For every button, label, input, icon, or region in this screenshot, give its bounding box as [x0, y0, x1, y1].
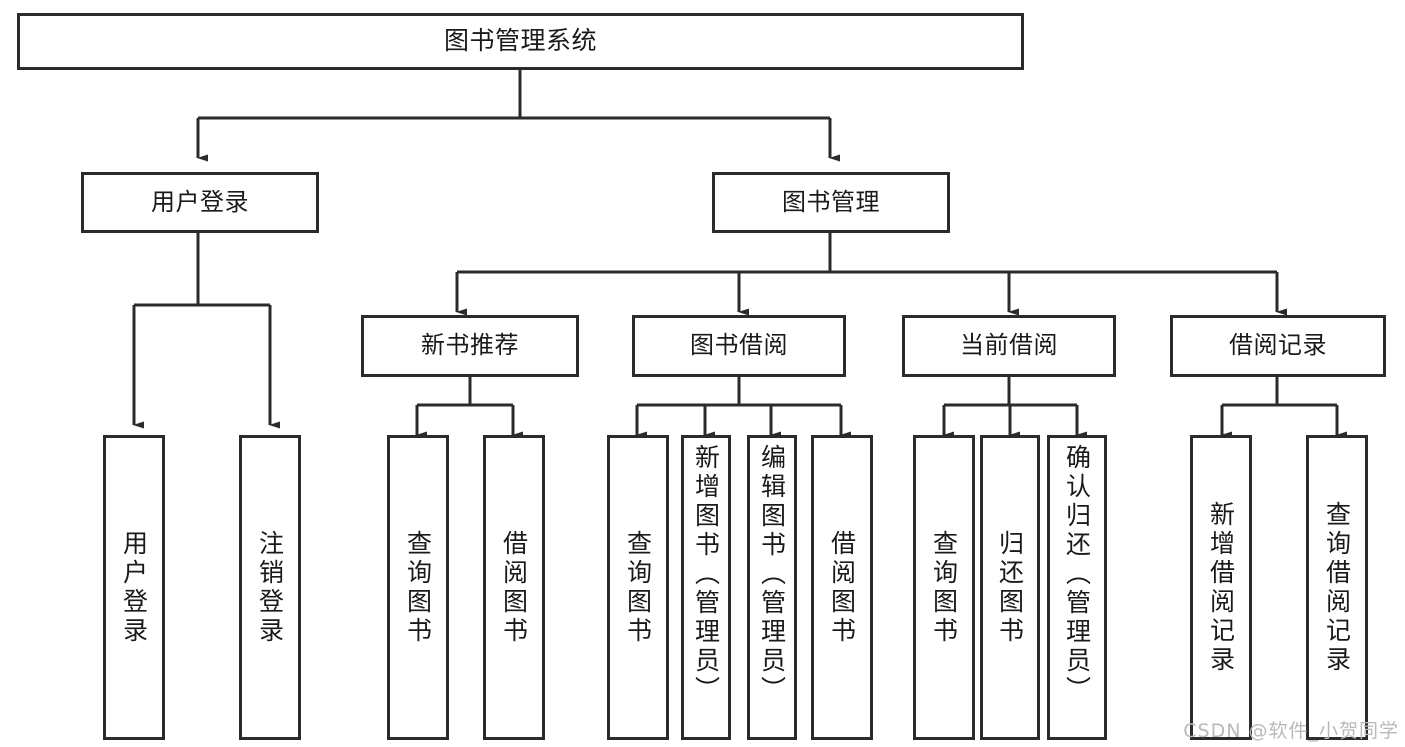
- node-borrow-record[interactable]: 借阅记录: [1170, 315, 1386, 377]
- leaf-borrow-book[interactable]: 借阅图书: [811, 435, 873, 740]
- leaf-add-borrow-record[interactable]: 新增借阅记录: [1190, 435, 1252, 740]
- node-label: 新增图书（管理员）: [691, 444, 721, 705]
- node-label: 查询图书: [403, 529, 433, 646]
- leaf-query-book-recommend[interactable]: 查询图书: [387, 435, 449, 740]
- leaf-query-book-borrow[interactable]: 查询图书: [607, 435, 669, 740]
- node-label: 确认归还（管理员）: [1062, 444, 1092, 705]
- csdn-watermark: CSDN @软件_小贺同学: [1183, 720, 1399, 742]
- leaf-add-book-admin[interactable]: 新增图书（管理员）: [681, 435, 731, 740]
- node-label: 归还图书: [995, 529, 1025, 646]
- node-label: 注销登录: [255, 529, 285, 646]
- node-book-borrow[interactable]: 图书借阅: [632, 315, 846, 377]
- node-label: 借阅图书: [499, 529, 529, 646]
- node-label: 借阅图书: [827, 529, 857, 646]
- leaf-query-borrow-record[interactable]: 查询借阅记录: [1306, 435, 1368, 740]
- node-label: 查询图书: [623, 529, 653, 646]
- leaf-logout-login[interactable]: 注销登录: [239, 435, 301, 740]
- node-label: 用户登录: [151, 187, 249, 216]
- node-label: 新增借阅记录: [1206, 500, 1236, 675]
- node-label: 图书管理系统: [443, 26, 597, 56]
- node-book-management[interactable]: 图书管理: [712, 172, 950, 233]
- node-label: 用户登录: [119, 529, 149, 646]
- leaf-borrow-book-recommend[interactable]: 借阅图书: [483, 435, 545, 740]
- node-current-borrow[interactable]: 当前借阅: [902, 315, 1116, 377]
- node-label: 图书借阅: [690, 331, 788, 360]
- node-label: 当前借阅: [960, 331, 1058, 360]
- node-label: 图书管理: [782, 187, 880, 216]
- node-label: 查询借阅记录: [1322, 500, 1352, 675]
- node-root-book-management-system[interactable]: 图书管理系统: [17, 13, 1024, 70]
- leaf-return-book[interactable]: 归还图书: [980, 435, 1040, 740]
- node-label: 查询图书: [929, 529, 959, 646]
- node-label: 新书推荐: [421, 331, 519, 360]
- node-new-book-recommendation[interactable]: 新书推荐: [361, 315, 579, 377]
- node-label: 借阅记录: [1229, 331, 1327, 360]
- leaf-user-login[interactable]: 用户登录: [103, 435, 165, 740]
- node-user-login[interactable]: 用户登录: [81, 172, 319, 233]
- leaf-confirm-return-admin[interactable]: 确认归还（管理员）: [1047, 435, 1107, 740]
- leaf-edit-book-admin[interactable]: 编辑图书（管理员）: [747, 435, 797, 740]
- node-label: 编辑图书（管理员）: [757, 444, 787, 705]
- leaf-query-book-current[interactable]: 查询图书: [913, 435, 975, 740]
